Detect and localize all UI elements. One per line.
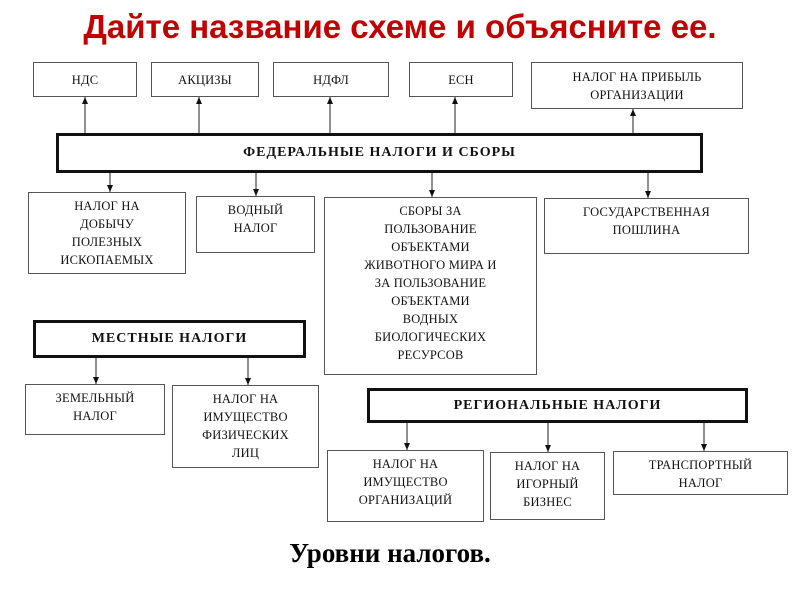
federal-tax-excise: АКЦИЗЫ: [151, 62, 259, 97]
federal-tax-personal-income: НДФЛ: [273, 62, 389, 97]
federal-state-duty: ГОСУДАРСТВЕННАЯ ПОШЛИНА: [544, 198, 749, 254]
federal-taxes-header: ФЕДЕРАЛЬНЫЕ НАЛОГИ И СБОРЫ: [56, 133, 703, 173]
federal-tax-mineral-extraction: НАЛОГ НА ДОБЫЧУ ПОЛЕЗНЫХ ИСКОПАЕМЫХ: [28, 192, 186, 274]
federal-fees-wildlife-aquatic: СБОРЫ ЗА ПОЛЬЗОВАНИЕ ОБЪЕКТАМИ ЖИВОТНОГО…: [324, 197, 537, 375]
regional-taxes-header: РЕГИОНАЛЬНЫЕ НАЛОГИ: [367, 388, 748, 423]
slide-title: Дайте название схеме и объясните ее.: [83, 8, 717, 45]
local-tax-land: ЗЕМЕЛЬНЫЙ НАЛОГ: [25, 384, 165, 435]
slide-caption: Уровни налогов.: [289, 538, 491, 568]
regional-tax-corporate-property: НАЛОГ НА ИМУЩЕСТВО ОРГАНИЗАЦИЙ: [327, 450, 484, 522]
local-tax-personal-property: НАЛОГ НА ИМУЩЕСТВО ФИЗИЧЕСКИХ ЛИЦ: [172, 385, 319, 468]
federal-tax-vat: НДС: [33, 62, 137, 97]
federal-tax-corporate-profit: НАЛОГ НА ПРИБЫЛЬ ОРГАНИЗАЦИИ: [531, 62, 743, 109]
regional-tax-transport: ТРАНСПОРТНЫЙ НАЛОГ: [613, 451, 788, 495]
federal-tax-unified-social: ЕСН: [409, 62, 513, 97]
regional-tax-gambling: НАЛОГ НА ИГОРНЫЙ БИЗНЕС: [490, 452, 605, 520]
local-taxes-header: МЕСТНЫЕ НАЛОГИ: [33, 320, 306, 358]
federal-tax-water: ВОДНЫЙ НАЛОГ: [196, 196, 315, 253]
